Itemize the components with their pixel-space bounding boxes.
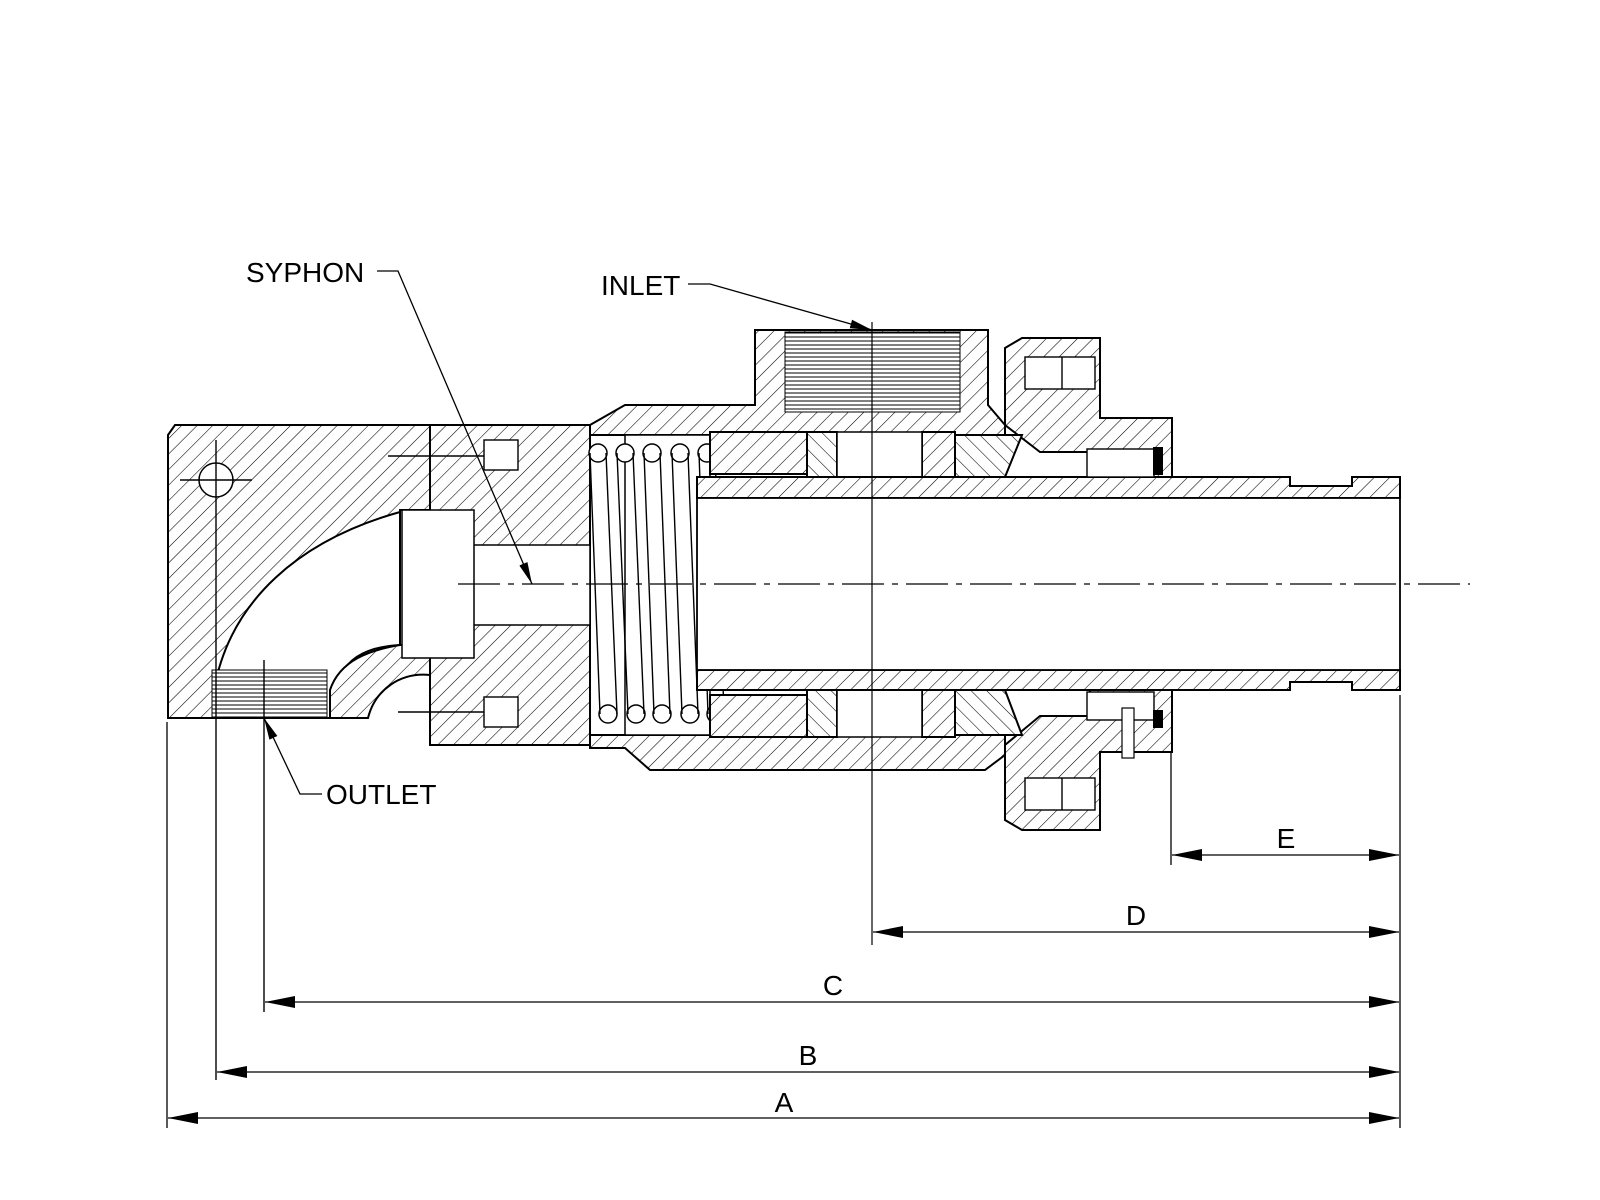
syphon-leader: [377, 270, 533, 585]
extension-lines: [166, 695, 1401, 1128]
syphon-callout: SYPHON: [246, 257, 533, 585]
dimension-b-label: B: [799, 1040, 818, 1071]
syphon-label: SYPHON: [246, 257, 364, 288]
dimension-b: B: [217, 1040, 1399, 1078]
inlet-callout: INLET: [601, 270, 873, 331]
outlet-leader: [263, 717, 322, 795]
clamp-flange: [954, 337, 1173, 831]
dimension-a-label: A: [775, 1087, 794, 1118]
dimension-e: E: [1172, 823, 1399, 861]
inlet-label: INLET: [601, 270, 680, 301]
dimension-d: D: [873, 900, 1399, 938]
inlet-leader: [688, 283, 873, 331]
outlet-thread: [211, 669, 328, 718]
dimension-c-label: C: [823, 970, 843, 1001]
dimension-e-label: E: [1277, 823, 1296, 854]
dimension-d-label: D: [1126, 900, 1146, 931]
outlet-label: OUTLET: [326, 779, 436, 810]
outlet-callout: OUTLET: [263, 717, 436, 810]
dimension-a: A: [168, 1087, 1399, 1124]
dimension-c: C: [265, 970, 1399, 1008]
